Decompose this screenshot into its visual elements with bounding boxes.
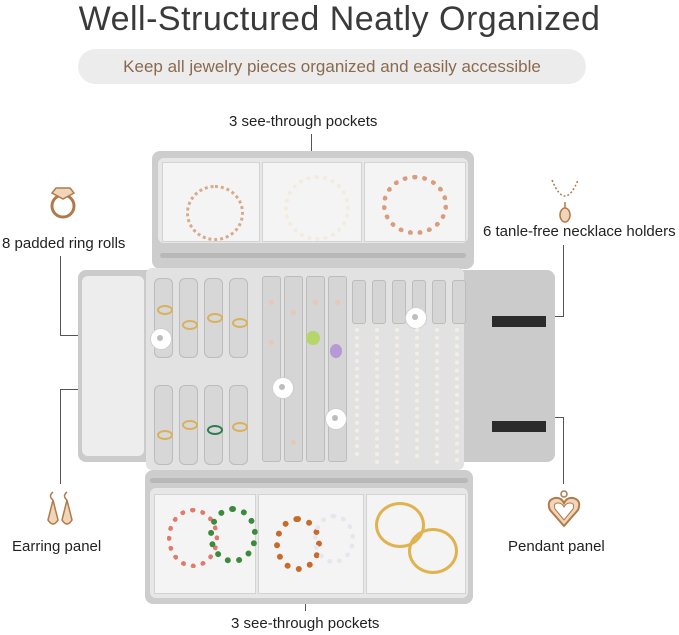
necklace-holder-2 <box>372 280 386 324</box>
earring-stud <box>335 300 340 305</box>
left-flap-lining <box>82 276 144 456</box>
earring-line-vertical <box>60 390 61 484</box>
pearl-strand <box>375 328 384 464</box>
pearl-strand <box>395 328 404 464</box>
subtitle-pill: Keep all jewelry pieces organized and ea… <box>78 49 586 84</box>
bottom-pockets-label: 3 see-through pockets <box>231 615 380 632</box>
page-title: Well-Structured Neatly Organized <box>78 0 601 38</box>
bracelet-2 <box>208 506 258 564</box>
bangle-1 <box>375 502 425 548</box>
ring-roll-5 <box>154 385 173 465</box>
ring-5 <box>157 430 173 440</box>
ring-8 <box>232 422 248 432</box>
snap-button-1 <box>150 328 172 350</box>
purple-earring <box>330 344 342 358</box>
earring-strip-2 <box>284 276 303 462</box>
bottom-zipper <box>150 478 468 483</box>
green-earring <box>306 331 320 345</box>
necklace-line-vertical <box>563 245 564 317</box>
pendant-panel-label: Pendant panel <box>508 538 605 555</box>
top-pockets-label: 3 see-through pockets <box>229 113 378 130</box>
snap-button-4 <box>405 307 427 329</box>
pearl-strand <box>355 328 364 456</box>
earring-stud <box>291 310 296 315</box>
ring-7 <box>207 425 223 435</box>
strap-bottom <box>492 421 546 432</box>
bracelet-4 <box>313 514 355 564</box>
necklace-holders-label: 6 tanle-free necklace holders <box>483 223 676 240</box>
earring-stud <box>269 300 274 305</box>
earring-panel-label: Earring panel <box>12 538 102 555</box>
pearl-strand <box>435 328 444 464</box>
earring-strip-1 <box>262 276 281 462</box>
ring-2 <box>182 320 198 330</box>
snap-button-3 <box>325 408 347 430</box>
pendant-line-vertical <box>563 418 564 484</box>
ring-4 <box>232 318 248 328</box>
necklace-holder-6 <box>452 280 466 324</box>
ring-icon <box>50 187 76 219</box>
earring-icon <box>47 491 73 525</box>
pearl-necklace-top <box>284 175 350 241</box>
ring-line-vertical <box>60 256 61 336</box>
necklace-holder-5 <box>432 280 446 324</box>
bangle-2 <box>408 528 458 574</box>
earring-stud <box>269 340 274 345</box>
snap-button-2 <box>272 377 294 399</box>
pearl-strand <box>455 328 464 462</box>
inner-panel <box>146 268 464 470</box>
earring-strip-3 <box>306 276 325 462</box>
necklace-chain-2 <box>382 175 448 235</box>
ring-roll-2 <box>179 278 198 358</box>
necklace-holder-1 <box>352 280 366 324</box>
pearl-strand <box>415 328 424 458</box>
necklace-icon <box>551 179 579 223</box>
necklace-holder-3 <box>392 280 406 324</box>
top-zipper <box>160 253 466 258</box>
ring-1 <box>157 305 173 315</box>
earring-stud <box>313 300 318 305</box>
ring-rolls-label: 8 padded ring rolls <box>2 235 126 252</box>
earring-stud <box>291 440 296 445</box>
strap-top <box>492 316 546 327</box>
subtitle-text: Keep all jewelry pieces organized and ea… <box>123 56 541 76</box>
heart-pendant-icon <box>547 490 581 528</box>
ring-3 <box>207 313 223 323</box>
ring-6 <box>182 420 198 430</box>
necklace-chain-1 <box>186 185 244 241</box>
